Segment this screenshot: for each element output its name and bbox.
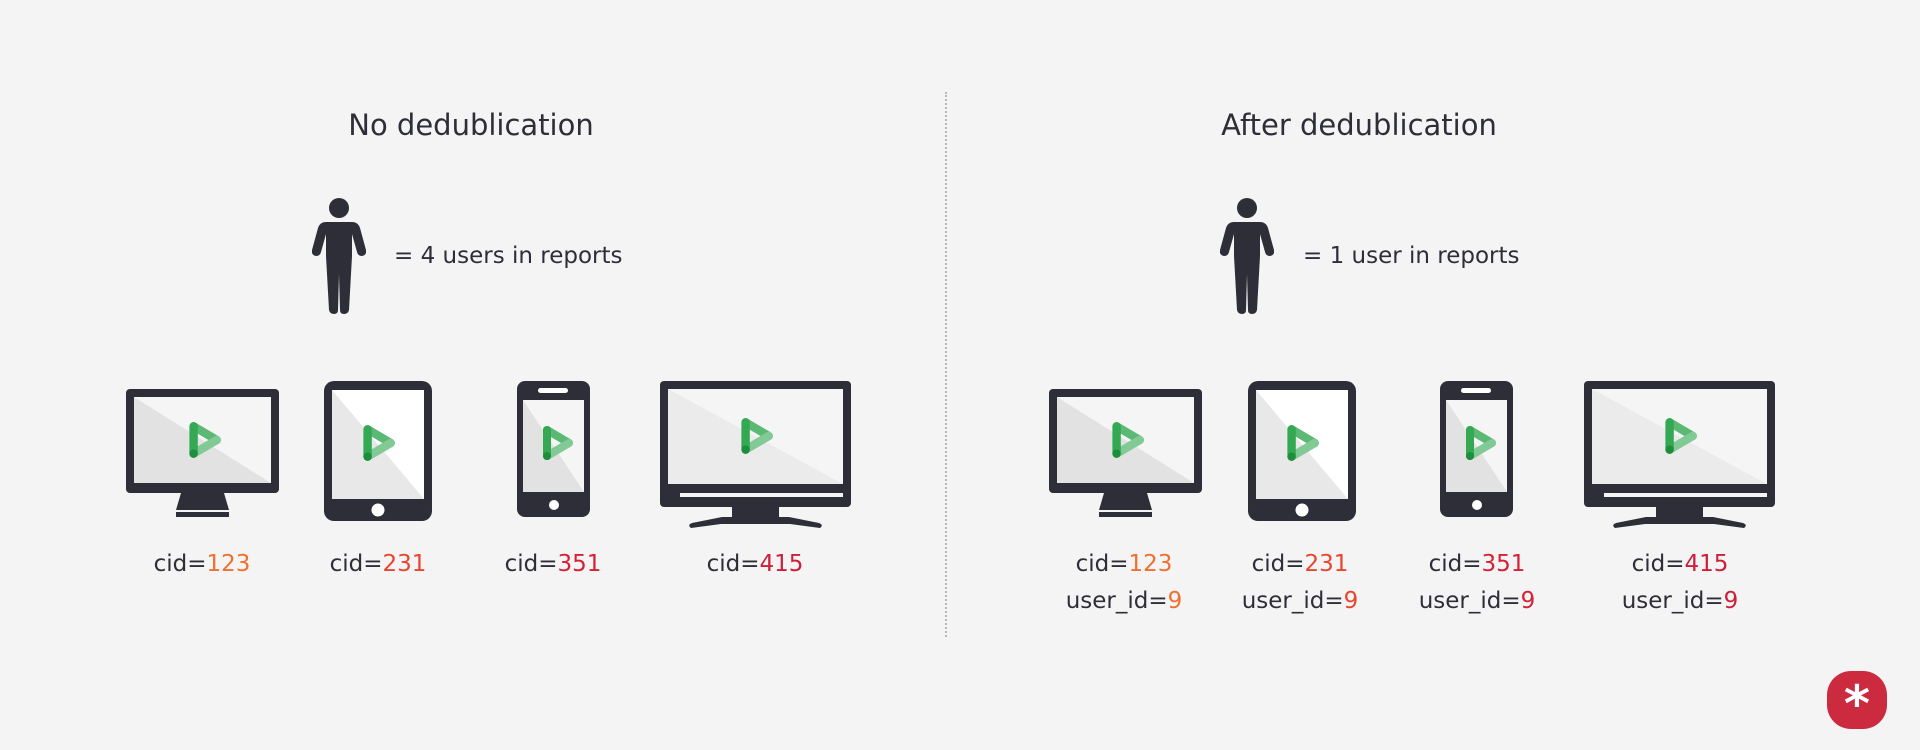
user-id-key: user_id= (1418, 588, 1521, 614)
tv-icon (660, 381, 851, 537)
tablet-icon (1248, 381, 1356, 525)
user-id-value: 9 (1167, 588, 1183, 614)
cid-key: cid= (1631, 551, 1685, 577)
cid-line: cid=231 (1242, 546, 1359, 583)
right-panel-title: After dedublication (1221, 108, 1497, 142)
brand-logo: * (1827, 671, 1887, 733)
cid-key: cid= (706, 551, 760, 577)
tablet-icon (324, 381, 432, 525)
cid-line: cid=415 (1622, 546, 1739, 583)
cid-key: cid= (1075, 551, 1129, 577)
phone-icon (517, 381, 590, 521)
user-id-key: user_id= (1621, 588, 1724, 614)
person-icon (1219, 198, 1275, 318)
tv-icon (1584, 381, 1775, 537)
right-user-count: = 1 user in reports (1303, 243, 1520, 269)
cid-value: 123 (1128, 551, 1173, 577)
asterisk-icon: * (1843, 675, 1871, 733)
user-id-line: user_id=9 (1242, 583, 1359, 620)
cid-value: 351 (557, 551, 602, 577)
cid-value: 415 (759, 551, 804, 577)
user-id-key: user_id= (1065, 588, 1168, 614)
left-user-count: = 4 users in reports (394, 243, 623, 269)
user-id-line: user_id=9 (1066, 583, 1183, 620)
cid-value: 415 (1684, 551, 1729, 577)
user-id-value: 9 (1723, 588, 1739, 614)
cid-key: cid= (153, 551, 207, 577)
cid-line: cid=231 (330, 546, 427, 583)
monitor-id-label: cid=123 (154, 546, 251, 583)
user-id-value: 9 (1520, 588, 1536, 614)
cid-key: cid= (1428, 551, 1482, 577)
user-id-line: user_id=9 (1419, 583, 1536, 620)
cid-line: cid=351 (505, 546, 602, 583)
phone-icon (1440, 381, 1513, 521)
left-panel-title: No dedublication (348, 108, 594, 142)
user-id-line: user_id=9 (1622, 583, 1739, 620)
tablet-id-label: cid=231 (330, 546, 427, 583)
panel-divider (945, 92, 947, 637)
cid-value: 231 (382, 551, 427, 577)
cid-key: cid= (504, 551, 558, 577)
cid-value: 123 (206, 551, 251, 577)
user-id-value: 9 (1343, 588, 1359, 614)
cid-line: cid=123 (1066, 546, 1183, 583)
cid-line: cid=351 (1419, 546, 1536, 583)
cid-value: 231 (1304, 551, 1349, 577)
cid-key: cid= (1251, 551, 1305, 577)
monitor-icon (126, 389, 279, 522)
phone-id-label: cid=351 (505, 546, 602, 583)
person-icon (311, 198, 367, 318)
user-id-key: user_id= (1241, 588, 1344, 614)
cid-line: cid=415 (707, 546, 804, 583)
cid-value: 351 (1481, 551, 1526, 577)
cid-line: cid=123 (154, 546, 251, 583)
tv-id-label: cid=415 (707, 546, 804, 583)
cid-key: cid= (329, 551, 383, 577)
monitor-icon (1049, 389, 1202, 522)
